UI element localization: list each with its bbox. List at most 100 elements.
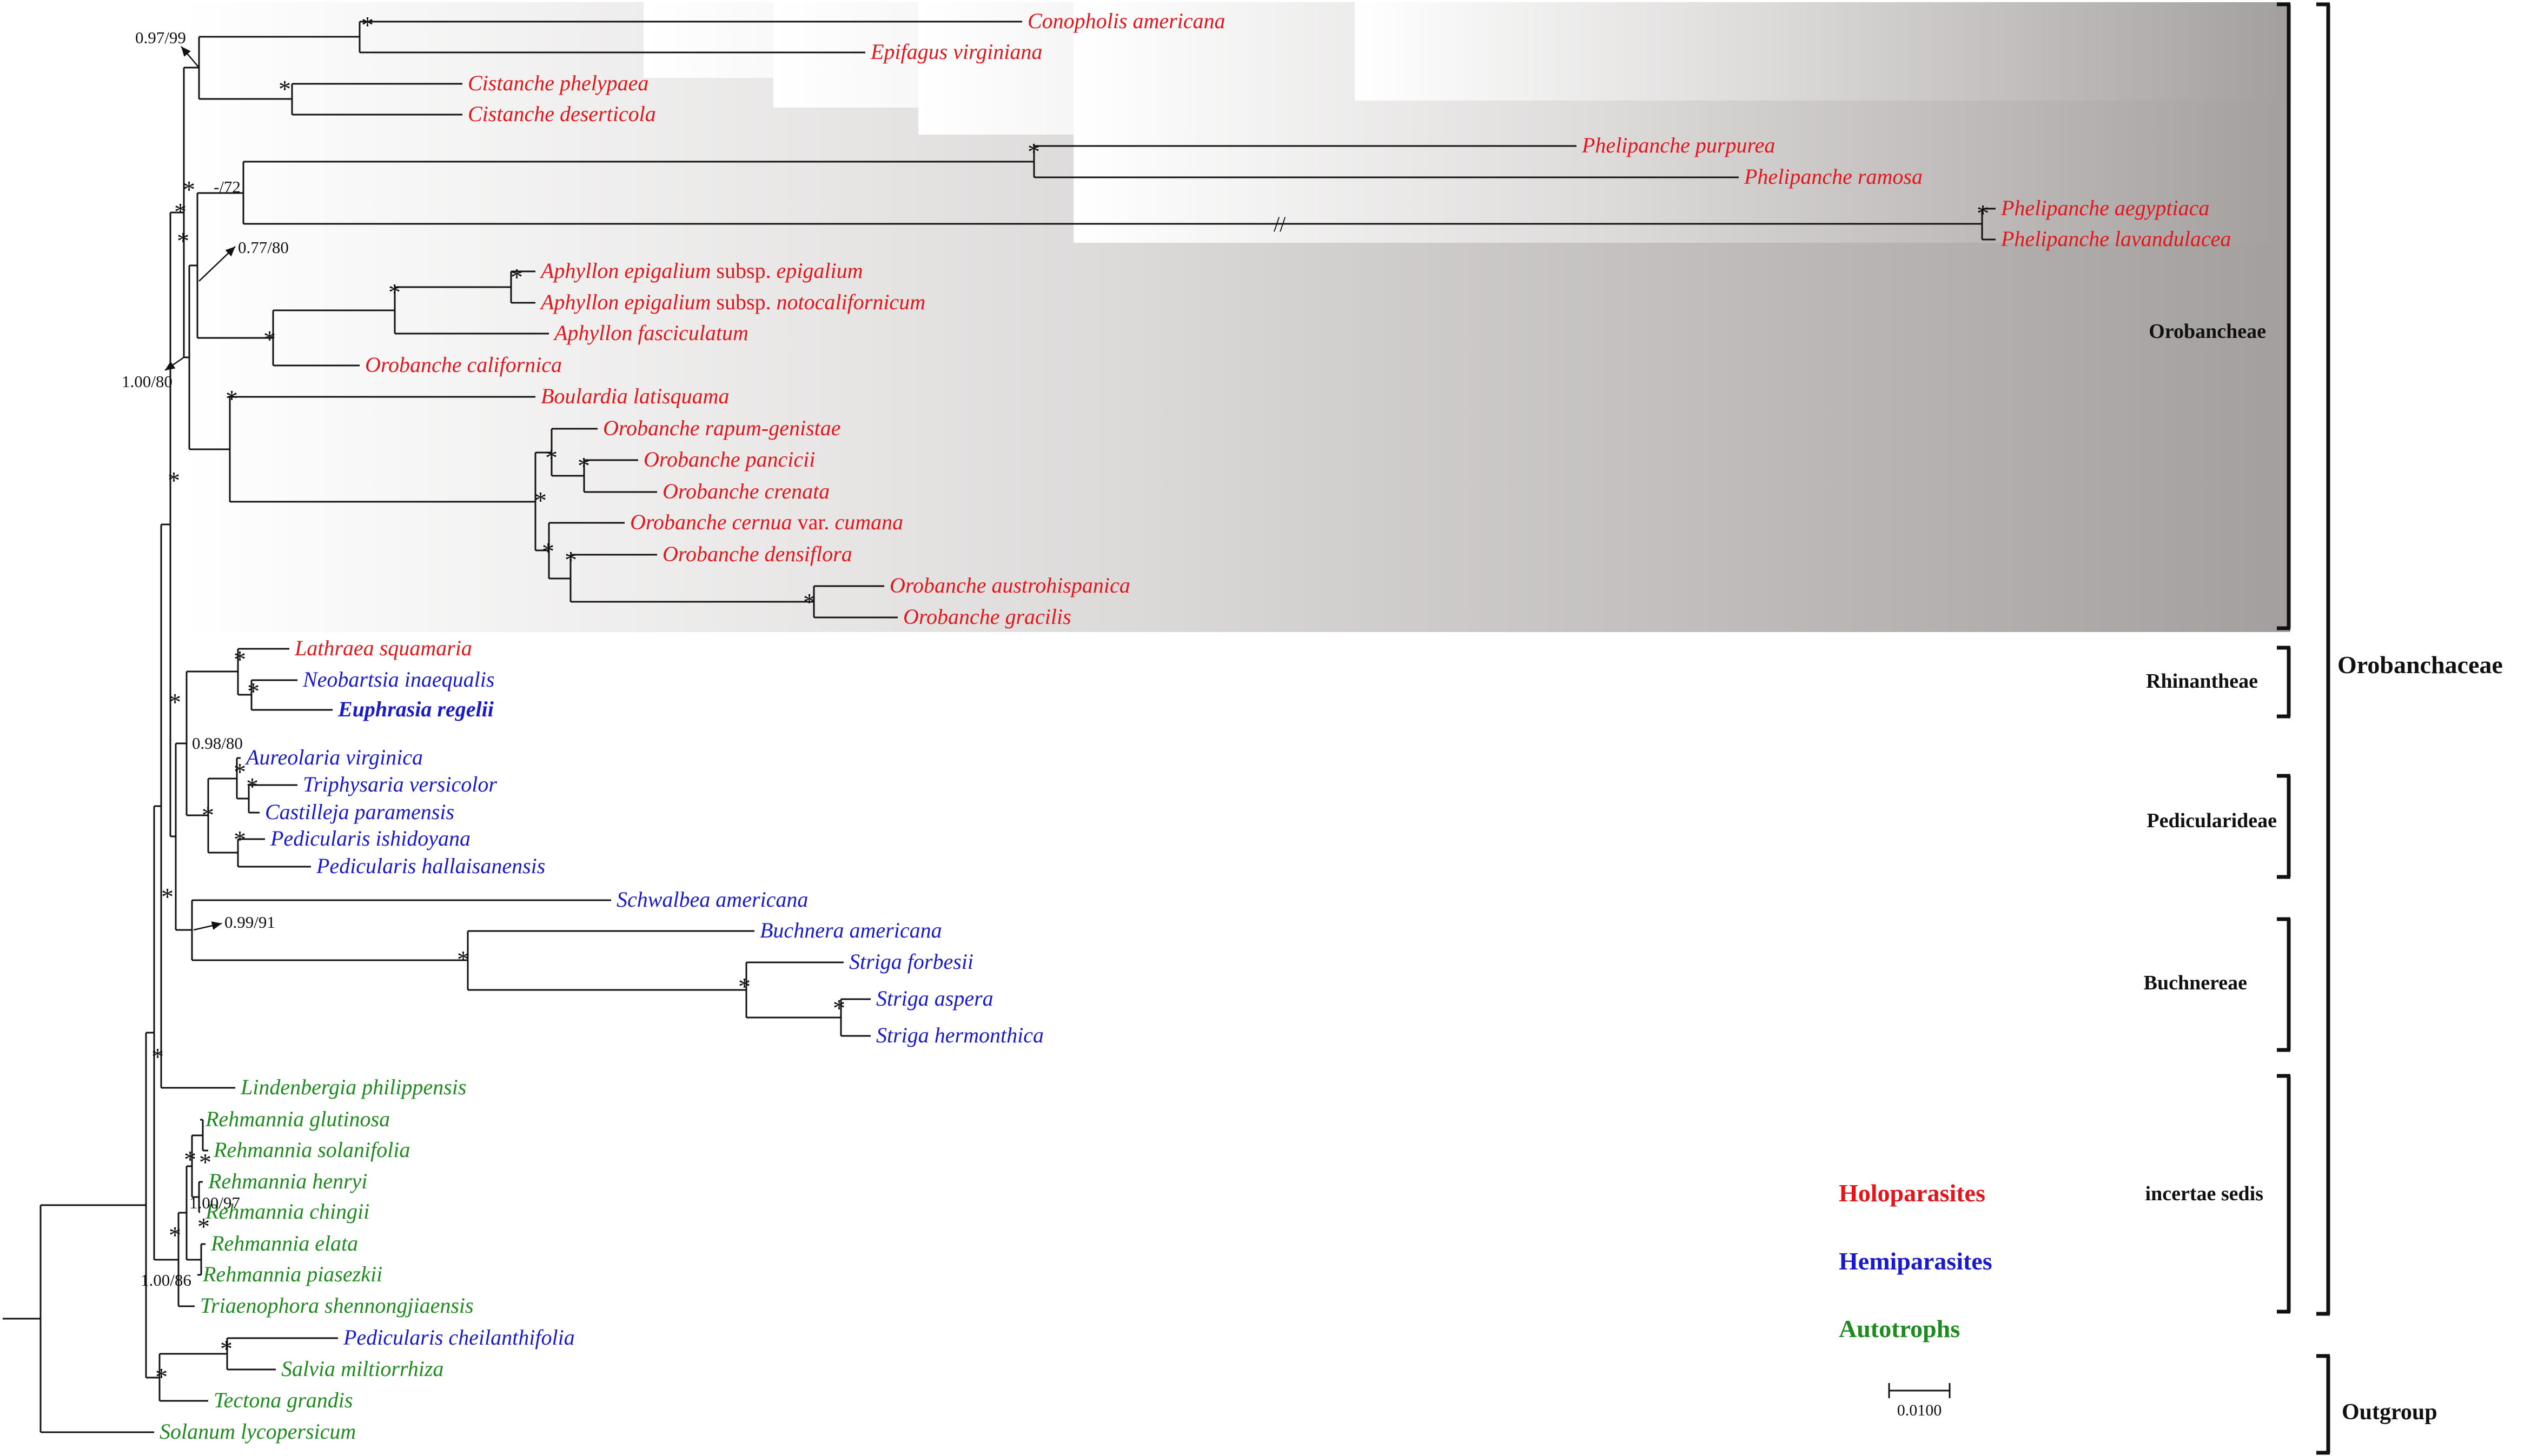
taxon-label-ped-hal: Pedicularis hallaisanensis: [316, 854, 545, 878]
support-star: *: [234, 758, 246, 786]
taxon-label-part: subsp.: [711, 290, 776, 314]
support-star: *: [578, 452, 590, 480]
legend-hemiparasites: Hemiparasites: [1839, 1247, 1992, 1275]
taxon-label-oro-gra: Orobanche gracilis: [903, 604, 1071, 629]
taxon-label-part: Pedicularis hallaisanensis: [316, 854, 545, 878]
support-value: 0.77/80: [238, 238, 289, 257]
taxon-label-part: Phelipanche aegyptiaca: [2000, 196, 2209, 220]
taxon-label-part: Salvia miltiorrhiza: [281, 1357, 443, 1381]
taxon-label-neobartsia: Neobartsia inaequalis: [302, 667, 494, 692]
taxon-label-part: Phelipanche ramosa: [1744, 164, 1923, 189]
family-name: Orobanchaceae: [2337, 651, 2503, 679]
taxon-label-part: subsp.: [711, 258, 776, 283]
taxon-label-part: Conopholis americana: [1028, 9, 1225, 33]
taxon-label-cist-des: Cistanche deserticola: [468, 102, 656, 126]
taxon-label-phel-lav: Phelipanche lavandulacea: [2000, 227, 2231, 251]
taxon-label-part: notocalifornicum: [777, 290, 926, 314]
support-arrowhead: [225, 247, 235, 257]
taxon-label-tectona: Tectona grandis: [214, 1388, 353, 1412]
support-arrowhead: [211, 921, 222, 930]
support-arrows: [164, 46, 236, 931]
taxon-label-oro-cal: Orobanche californica: [365, 353, 562, 377]
support-star: *: [542, 537, 554, 565]
taxon-label-ped-ish: Pedicularis ishidoyana: [270, 826, 471, 850]
taxon-label-part: Orobanche crenata: [663, 479, 830, 503]
support-star: *: [234, 646, 246, 673]
taxon-label-oro-cer: Orobanche cernua var. cumana: [630, 510, 903, 534]
taxon-label-part: Cistanche deserticola: [468, 102, 656, 126]
taxon-label-str-for: Striga forbesii: [849, 949, 973, 974]
taxon-label-reh-pia: Rehmannia piasezkii: [202, 1262, 382, 1286]
taxon-label-part: cumana: [834, 510, 903, 534]
taxon-label-part: Lathraea squamaria: [294, 636, 472, 660]
scale-bar-label: 0.0100: [1897, 1401, 1942, 1419]
branch-break-mark: //: [1274, 212, 1286, 236]
support-value: 0.99/91: [224, 913, 275, 932]
support-star: *: [197, 1213, 210, 1240]
taxon-label-part: Solanum lycopersicum: [160, 1419, 356, 1444]
support-star: *: [169, 1221, 181, 1249]
support-star: *: [1028, 138, 1040, 165]
taxon-label-reh-hen: Rehmannia henryi: [208, 1169, 367, 1193]
clade-name: incertae sedis: [2145, 1182, 2263, 1205]
taxon-label-part: Cistanche phelypaea: [468, 71, 648, 95]
support-star: *: [220, 1335, 233, 1362]
support-star: *: [151, 1043, 164, 1071]
taxon-label-part: Striga hermonthica: [876, 1023, 1044, 1047]
taxon-label-part: Epifagus virginiana: [870, 39, 1042, 64]
taxon-label-reh-glu: Rehmannia glutinosa: [205, 1107, 390, 1131]
taxon-label-part: Aphyllon epigalium: [539, 290, 711, 314]
taxon-label-part: Neobartsia inaequalis: [302, 667, 494, 692]
taxon-label-part: Euphrasia regelii: [337, 697, 494, 721]
taxon-label-part: Striga aspera: [876, 986, 993, 1010]
taxon-label-buchnera: Buchnera americana: [760, 918, 942, 942]
support-star: *: [279, 75, 291, 103]
taxon-label-boulardia: Boulardia latisquama: [541, 384, 730, 408]
taxon-label-part: Triaenophora shennongjiaensis: [200, 1293, 474, 1318]
support-star: *: [155, 1363, 168, 1391]
taxon-label-castilleja: Castilleja paramensis: [265, 800, 454, 824]
taxon-label-part: Boulardia latisquama: [541, 384, 730, 408]
support-star: *: [169, 688, 181, 716]
support-star: *: [202, 801, 214, 829]
taxon-label-part: Orobanche densiflora: [663, 542, 852, 566]
taxon-label-phel-aeg: Phelipanche aegyptiaca: [2000, 196, 2209, 220]
taxon-label-aureolaria: Aureolaria virginica: [244, 745, 423, 769]
clade-name: Rhinantheae: [2146, 670, 2258, 693]
taxon-label-oro-rap: Orobanche rapum-genistae: [603, 416, 841, 440]
taxon-label-oro-cre: Orobanche crenata: [663, 479, 830, 503]
taxon-label-str-asp: Striga aspera: [876, 986, 993, 1010]
taxon-label-euphrasia: Euphrasia regelii: [337, 697, 494, 721]
taxon-label-part: Aphyllon fasciculatum: [553, 321, 748, 345]
taxon-label-conopholis: Conopholis americana: [1028, 9, 1225, 33]
taxon-label-part: Orobanche pancicii: [644, 447, 815, 471]
support-star: *: [457, 946, 469, 973]
taxon-label-part: Rehmannia henryi: [208, 1169, 367, 1193]
support-star: *: [184, 1146, 196, 1173]
support-star: *: [833, 994, 845, 1022]
taxon-label-salvia: Salvia miltiorrhiza: [281, 1357, 443, 1381]
taxon-label-part: Rehmannia solanifolia: [213, 1138, 410, 1162]
taxon-label-part: Lindenbergia philippensis: [240, 1075, 466, 1099]
taxon-label-part: Phelipanche lavandulacea: [2000, 227, 2231, 251]
legend-autotrophs: Autotrophs: [1839, 1315, 1960, 1342]
taxon-label-part: epigalium: [777, 258, 863, 283]
taxon-label-aph-not: Aphyllon epigalium subsp. notocalifornic…: [539, 290, 925, 314]
taxon-label-part: Castilleja paramensis: [265, 800, 454, 824]
clade-band: [1355, 2, 2290, 101]
support-value: 1.00/97: [189, 1193, 240, 1212]
support-star: *: [168, 467, 180, 494]
support-value: 0.97/99: [135, 28, 186, 47]
taxon-label-reh-ela: Rehmannia elata: [210, 1231, 358, 1255]
support-arrowhead: [181, 46, 191, 57]
support-value: 0.98/80: [192, 734, 243, 753]
taxon-label-part: Tectona grandis: [214, 1388, 353, 1412]
taxon-label-ped-che: Pedicularis cheilanthifolia: [343, 1325, 575, 1349]
taxon-label-lindenbergia: Lindenbergia philippensis: [240, 1075, 466, 1099]
support-arrowhead: [165, 361, 176, 370]
support-star: *: [226, 385, 238, 413]
taxon-label-part: Striga forbesii: [849, 949, 973, 974]
